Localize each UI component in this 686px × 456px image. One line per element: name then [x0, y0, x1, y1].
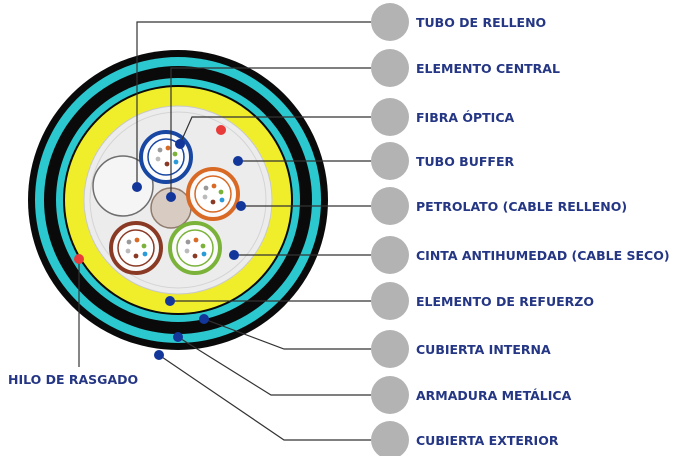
pointer-dots: [74, 125, 246, 360]
leader-cubierta-interna: [203, 318, 371, 350]
buffer-tube-blue: [139, 130, 193, 184]
marker-circle: [371, 376, 409, 414]
cable-cross-section: [28, 50, 328, 350]
dot-outer-jacket: [154, 350, 164, 360]
dot-central-element: [166, 192, 176, 202]
marker-circle: [371, 187, 409, 225]
dot-water-tape: [229, 250, 239, 260]
label-elemento-de-refuerzo: ELEMENTO DE REFUERZO: [416, 294, 594, 309]
marker-circle: [371, 421, 409, 456]
marker-circle: [371, 236, 409, 274]
dot-armor: [173, 332, 183, 342]
label-tubo-buffer: TUBO BUFFER: [416, 154, 514, 169]
marker-circle: [371, 282, 409, 320]
dot-ripcord: [74, 254, 84, 264]
marker-circle: [371, 49, 409, 87]
leader-cubierta-exterior: [158, 354, 371, 441]
label-markers: [371, 3, 409, 456]
label-fibra-optica: FIBRA ÓPTICA: [416, 110, 515, 125]
label-petrolato: PETROLATO (CABLE RELLENO): [416, 199, 627, 214]
dot-inner-jacket: [199, 314, 209, 324]
marker-circle: [371, 3, 409, 41]
optical-fibers: [125, 145, 225, 259]
dot-ripcord-top: [216, 125, 226, 135]
marker-circle: [371, 98, 409, 136]
leader-fibra-optica: [179, 116, 371, 145]
core-ring: [89, 111, 267, 289]
leader-lines: [78, 21, 371, 441]
buffer-tube-brown: [109, 221, 163, 275]
label-tubo-de-relleno: TUBO DE RELLENO: [416, 15, 546, 30]
leader-armadura-metalica: [177, 336, 371, 396]
dot-strength-member: [165, 296, 175, 306]
filler-tube: [92, 155, 154, 217]
label-cinta-antihumedad: CINTA ANTIHUMEDAD (CABLE SECO): [416, 248, 670, 263]
leader-elemento-central: [170, 67, 371, 197]
label-hilo-de-rasgado: HILO DE RASGADO: [8, 372, 138, 387]
dot-optical-fiber: [175, 139, 185, 149]
buffer-tube-orange: [186, 167, 240, 221]
label-elemento-central: ELEMENTO CENTRAL: [416, 61, 560, 76]
label-cubierta-exterior: CUBIERTA EXTERIOR: [416, 433, 559, 448]
dot-filler-tube: [132, 182, 142, 192]
leader-tubo-de-relleno: [136, 21, 371, 187]
buffer-tube-green: [168, 221, 222, 275]
marker-circle: [371, 142, 409, 180]
label-armadura-metalica: ARMADURA METÁLICA: [416, 388, 572, 403]
dot-petrolatum: [236, 201, 246, 211]
marker-circle: [371, 330, 409, 368]
dot-buffer-tube: [233, 156, 243, 166]
label-cubierta-interna: CUBIERTA INTERNA: [416, 342, 551, 357]
labels: TUBO DE RELLENO ELEMENTO CENTRAL FIBRA Ó…: [8, 15, 670, 448]
